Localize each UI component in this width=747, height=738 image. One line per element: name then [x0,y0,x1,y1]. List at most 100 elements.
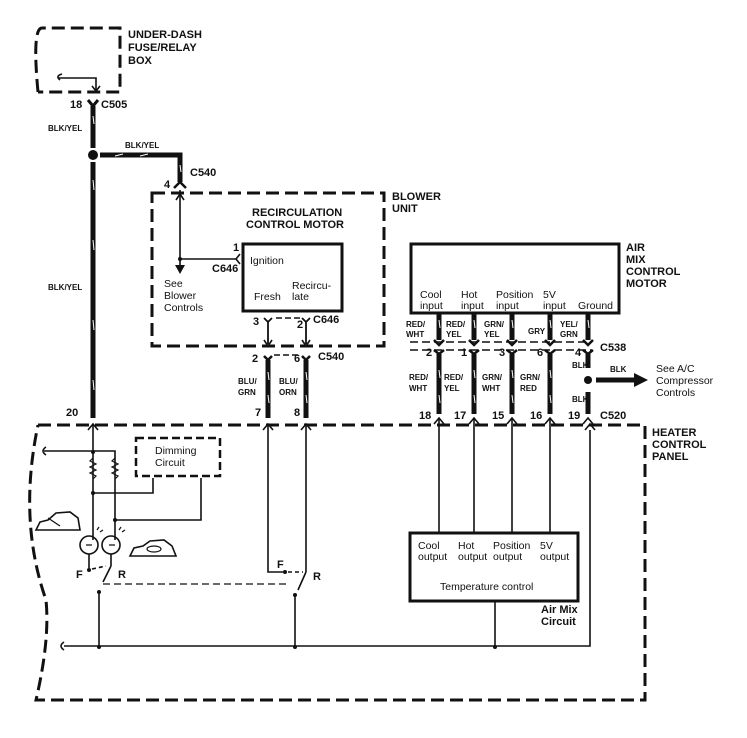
wire-color-label: RED/ [406,320,426,329]
pin-c520: 15 [492,410,504,422]
air-mix-input-label: Cool [420,289,442,301]
air-mix-input-label: input [496,300,519,312]
air-mix-input-label: Ground [578,300,613,312]
svg-text:MOTOR: MOTOR [626,278,667,290]
recirc-car-icon [128,539,178,557]
pin-c520: 16 [530,410,542,422]
wire-color-label: RED/ [444,373,464,382]
fuse-relay-box: UNDER-DASH FUSE/RELAY BOX [34,26,202,94]
wire-color-label: GRN [560,330,578,339]
svg-text:C540: C540 [190,167,216,179]
svg-text:2: 2 [252,353,258,365]
dimming-circuit: Dimming Circuit [134,436,222,478]
svg-text:Controls: Controls [164,302,203,314]
wire-color-label: WHT [406,330,424,339]
svg-text:FUSE/RELAY: FUSE/RELAY [128,42,197,54]
svg-text:Controls: Controls [656,387,695,399]
temp-output-label: Position [493,540,531,552]
svg-text:F: F [277,559,284,571]
svg-text:Compressor: Compressor [656,375,714,387]
air-mix-input-label: input [543,300,566,312]
connector-c538: C538 [600,342,626,354]
svg-text:R: R [118,569,126,581]
air-mix-input-label: Position [496,289,534,301]
pin-c538: 1 [461,347,467,359]
wire-color-label: RED/ [409,373,429,382]
svg-text:Dimming: Dimming [155,445,197,457]
svg-text:RECIRCULATION: RECIRCULATION [252,207,342,219]
svg-text:late: late [292,291,309,303]
air-mix-input-label: input [461,300,484,312]
temp-output-label: 5V [540,540,553,552]
air-mix-input-label: Hot [461,289,477,301]
svg-text:CONTROL: CONTROL [652,439,707,451]
svg-text:C540: C540 [318,351,344,363]
svg-text:CONTROL: CONTROL [626,266,681,278]
svg-text:R: R [313,571,321,583]
temperature-control: CooloutputHotoutputPositionoutput5Voutpu… [408,531,580,628]
wire-color-label: WHT [482,384,500,393]
fuse-box-label: UNDER-DASH [128,29,202,41]
connector-c540-top: 4 C540 [164,167,216,191]
pin-c520: 18 [419,410,431,422]
wire-color-label: YEL [446,330,462,339]
temp-output-label: output [418,551,447,563]
svg-text:Circuit: Circuit [541,616,576,628]
svg-text:Air Mix: Air Mix [541,604,579,616]
svg-text:BOX: BOX [128,55,153,67]
wire-color-label: YEL/ [560,320,579,329]
svg-text:Fresh: Fresh [254,291,281,303]
wire-color-label: WHT [409,384,427,393]
ground-bus [60,422,596,651]
wire-blk-ac: BLK See A/C Compressor Controls [584,363,714,399]
temp-output-label: Hot [458,540,474,552]
svg-text:BLU/: BLU/ [238,377,257,386]
svg-text:1: 1 [233,242,239,254]
temp-output-label: output [458,551,487,563]
pin-c538: 4 [575,347,582,359]
pin-c538: 2 [426,347,432,359]
wire-color-label: RED/ [446,320,466,329]
wire-color-label: YEL [444,384,460,393]
air-mix-input-label: input [420,300,443,312]
svg-text:See A/C: See A/C [656,363,695,375]
wire-color-label: GRN/ [482,373,503,382]
wire-blk-yel-main: BLK/YEL BLK/YEL [48,106,98,418]
svg-text:2: 2 [297,319,303,331]
svg-text:ORN: ORN [279,388,297,397]
svg-text:BLU/: BLU/ [279,377,298,386]
svg-text:4: 4 [164,179,171,191]
connector-c505: 18 C505 [70,99,127,111]
air-mix-wire: RED/YEL 1 17 RED/YEL [444,314,480,533]
wire-color-label: GRN/ [520,373,541,382]
temp-output-label: Cool [418,540,440,552]
svg-text:C646: C646 [212,263,238,275]
pin-c520: 17 [454,410,466,422]
temp-output-label: output [540,551,569,563]
connector-c646-lower: 3 2 C646 [253,314,339,348]
splice-dot [88,150,98,160]
air-mix-control-motor: AIR MIX CONTROL MOTOR CoolinputHotinputP… [409,242,681,315]
svg-text:BLK/YEL: BLK/YEL [125,141,159,150]
svg-text:7: 7 [255,407,261,419]
svg-text:Ignition: Ignition [250,255,284,267]
svg-text:AIR: AIR [626,242,645,254]
pin-c520: 19 [568,410,580,422]
pin-20: 20 [66,407,78,419]
connector-c540-mid: 2 6 C540 [252,351,344,365]
recirculation-control-motor: RECIRCULATION CONTROL MOTOR Ignition Fre… [241,207,344,313]
svg-text:PANEL: PANEL [652,451,689,463]
svg-text:CONTROL MOTOR: CONTROL MOTOR [246,219,344,231]
svg-text:BLK/YEL: BLK/YEL [48,124,82,133]
svg-text:Recircu-: Recircu- [292,280,332,292]
ignition-feed: See Blower Controls 1 C646 [164,190,241,314]
wire-color-label: RED [520,384,537,393]
pin-c538: 6 [537,347,543,359]
wire-color-label: BLK [572,361,589,370]
svg-text:HEATER: HEATER [652,427,696,439]
svg-text:C646: C646 [313,314,339,326]
